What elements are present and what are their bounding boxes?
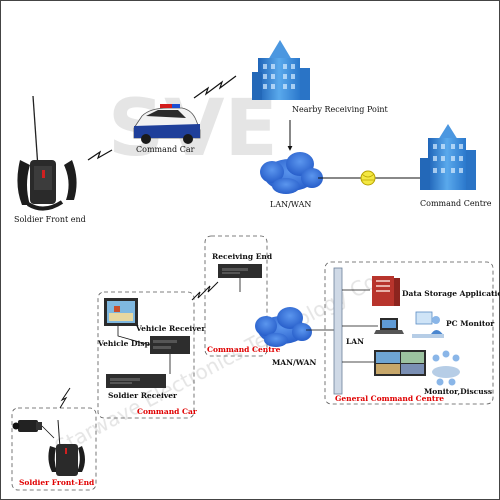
cloud-icon [260,152,323,194]
receiving-end-icon [218,264,262,278]
camcorder-icon [12,420,42,432]
general-command-centre-box [324,261,494,405]
command-centre-label: Command Centre [420,199,492,208]
command-car-red-label: Command Car [137,407,198,416]
wireless-link-icon [87,149,113,161]
lan-bus [333,267,343,395]
soldier-receiver-icon [106,374,166,388]
man-wan-label: MAN/WAN [272,358,316,367]
pc-monitor-label: PC Monitor [446,319,495,328]
cable-line [41,425,55,439]
command-centre-red-label: Command Centre [207,345,281,354]
vehicle-receiver-label: Vehicle Receiver [135,324,206,333]
command-car-label: Command Car [136,145,195,154]
soldier-backpack-icon [48,419,85,476]
cable-line [117,326,151,346]
cloud-icon [255,307,312,347]
nearby-receiving-point-label: Nearby Receiving Point [292,105,389,114]
command-car-icon [133,104,201,144]
wireless-link-icon [191,281,219,301]
person-at-monitor-icon [412,311,444,338]
soldier-frontend-label: Soldier Front-End [19,478,95,487]
soldier-receiver-label: Soldier Receiver [108,391,178,400]
wireless-link-icon [59,387,71,409]
monitor-discuss-label: Monitor,Discuss [424,387,492,396]
wireless-link-icon [193,75,237,99]
vehicle-display-icon [104,298,138,326]
soldier-frontend-box [11,407,97,491]
globe-icon [360,170,376,186]
general-command-centre-label: General Command Centre [335,394,444,403]
server-icon [372,276,400,306]
building-icon [252,40,310,100]
lan-label: LAN [346,337,364,346]
command-car-box [97,291,195,419]
data-storage-label: Data Storage Application [402,289,500,298]
video-wall-icon [374,350,426,376]
building-icon [420,124,476,190]
meeting-icon [432,350,460,386]
vehicle-display-label: Vehicle Display [97,339,163,348]
command-centre-box [204,235,268,357]
laptop-icon [374,318,404,334]
vehicle-receiver-icon [150,336,190,354]
lan-wan-label: LAN/WAN [270,200,311,209]
receiving-end-label: Receiving End [212,252,273,261]
soldier-backpack-icon [17,95,77,211]
soldier-front-end-label: Soldier Front end [14,215,86,224]
